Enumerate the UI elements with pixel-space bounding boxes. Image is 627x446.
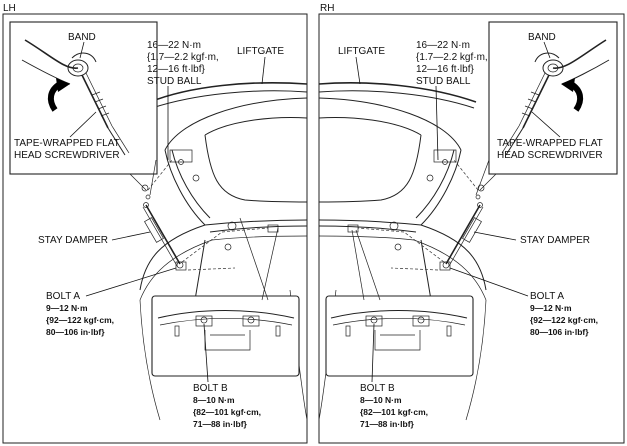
rh-torque-stud-3: 12—16 ft·lbf} [416, 64, 474, 75]
lh-torque-a-1: 9—12 N·m [46, 303, 88, 313]
rh-torque-a-3: 80—106 in·lbf} [530, 327, 589, 337]
lh-torque-stud-1: 16—22 N·m [147, 40, 201, 51]
rh-bolt-a-label: BOLT A [530, 291, 564, 302]
rh-torque-b-2: {82—101 kgf·cm, [360, 407, 428, 417]
lh-torque-b-3: 71—88 in·lbf} [193, 419, 248, 429]
lh-screwdriver-label-1: TAPE-WRAPPED FLAT [14, 138, 120, 149]
lh-torque-b-2: {82—101 kgf·cm, [193, 407, 261, 417]
lh-liftgate-label: LIFTGATE [237, 46, 284, 57]
rh-bolt-b-inset [325, 229, 474, 377]
rh-stay-damper-label: STAY DAMPER [520, 235, 590, 246]
lh-vehicle-drawing [139, 82, 308, 421]
lh-bolt-b-inset [151, 217, 300, 377]
rh-screwdriver-label-1: TAPE-WRAPPED FLAT [497, 138, 603, 149]
rh-panel-frame [318, 13, 625, 444]
rh-bolt-b-label: BOLT B [360, 383, 395, 394]
lh-torque-b-1: 8—10 N·m [193, 395, 235, 405]
rh-stud-ball-label: STUD BALL [416, 76, 471, 87]
lh-side-label: LH [3, 3, 16, 14]
rh-screwdriver-label-2: HEAD SCREWDRIVER [497, 150, 603, 161]
lh-bolt-a-label: BOLT A [46, 291, 80, 302]
lh-stay-damper-label: STAY DAMPER [38, 235, 108, 246]
lh-stud-ball-label: STUD BALL [147, 76, 202, 87]
lh-panel: LH [2, 3, 308, 444]
lh-torque-a-3: 80—106 in·lbf} [46, 327, 105, 337]
rh-torque-stud-2: {1.7—2.2 kgf·m, [416, 52, 488, 63]
lh-panel-frame [2, 13, 308, 444]
rh-torque-a-1: 9—12 N·m [530, 303, 572, 313]
rh-liftgate-label: LIFTGATE [338, 46, 385, 57]
rh-vehicle-drawing [318, 82, 487, 421]
lh-band-inset: BAND TAPE-WRAPPED FLAT HEAD SCREWDRIVER [9, 21, 158, 175]
rh-torque-b-1: 8—10 N·m [360, 395, 402, 405]
rh-side-label: RH [320, 3, 334, 14]
lh-bolt-b-label: BOLT B [193, 383, 228, 394]
lh-screwdriver-label-2: HEAD SCREWDRIVER [14, 150, 120, 161]
rh-panel: RH [318, 3, 625, 444]
lh-torque-stud-3: 12—16 ft·lbf} [147, 64, 205, 75]
rh-torque-a-2: {92—122 kgf·cm, [530, 315, 598, 325]
rh-band-label: BAND [528, 32, 556, 43]
rh-torque-stud-1: 16—22 N·m [416, 40, 470, 51]
rh-torque-b-3: 71—88 in·lbf} [360, 419, 415, 429]
lh-band-label: BAND [68, 32, 96, 43]
lh-torque-a-2: {92—122 kgf·cm, [46, 315, 114, 325]
rh-band-inset: BAND TAPE-WRAPPED FLAT HEAD SCREWDRIVER [488, 21, 618, 175]
lh-torque-stud-2: {1.7—2.2 kgf·m, [147, 52, 219, 63]
